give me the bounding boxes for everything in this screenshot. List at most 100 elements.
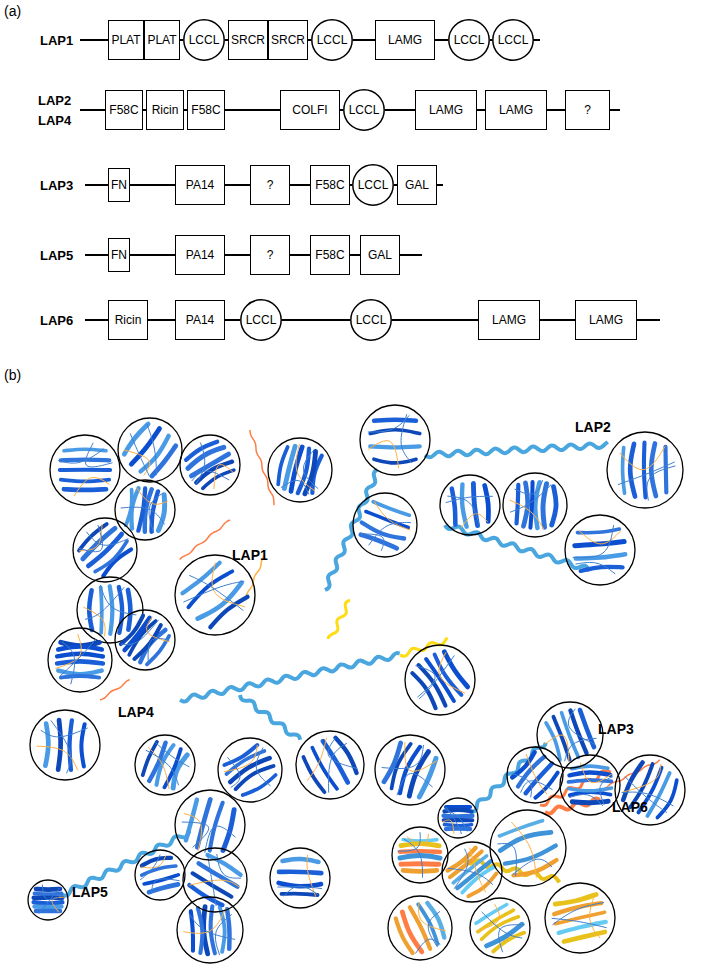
circle-shape: [184, 20, 224, 60]
helix-ribbon: [100, 680, 130, 700]
beta-strand: [402, 912, 421, 952]
beta-strand: [581, 567, 623, 571]
domain-circle: LCCL: [343, 89, 385, 131]
beta-strand: [281, 894, 317, 895]
domain-box: SRCR: [228, 20, 268, 60]
beta-strand: [59, 449, 104, 463]
beta-strand: [370, 446, 420, 447]
beta-strand: [444, 814, 473, 819]
protein-name: LAP3: [40, 179, 73, 192]
domain-box: ?: [565, 90, 610, 130]
domain-outline: [48, 628, 112, 692]
beta-strand: [146, 750, 178, 785]
domain-outline: [537, 702, 603, 768]
beta-strand: [158, 495, 164, 531]
domain-box: LAMG: [478, 300, 540, 340]
domain-name: LCCL: [498, 34, 529, 46]
domain-ribbons: [182, 799, 235, 852]
domain-box: F58C: [310, 165, 350, 205]
domain-box: PLAT: [144, 20, 180, 60]
beta-strand: [576, 562, 615, 573]
domain-name: PA14: [186, 249, 214, 261]
domain-ribbons: [34, 885, 64, 913]
beta-strand: [530, 482, 532, 528]
lap5-structure: [28, 790, 330, 963]
domain-box: GAL: [360, 235, 400, 275]
beta-strand: [401, 861, 439, 866]
beta-strand: [515, 481, 543, 495]
panel-label: (a): [4, 4, 21, 18]
beta-strand: [600, 777, 613, 805]
domain-ribbons: [552, 894, 606, 941]
beta-strand: [461, 514, 487, 528]
domain-name: LCCL: [246, 314, 277, 326]
domain-outline: [115, 480, 175, 540]
domain-box: F58C: [310, 235, 350, 275]
domain-name: COLFI: [292, 104, 327, 116]
protein-name: LAP4: [118, 705, 154, 719]
beta-strand: [384, 743, 401, 782]
domain-name: ?: [267, 249, 274, 261]
domain-outline: [177, 897, 243, 963]
backbone-segment: [225, 184, 250, 186]
domain-ribbons: [510, 481, 556, 530]
helix-ribbon: [325, 470, 377, 590]
domain-name: F58C: [315, 179, 344, 191]
domain-ribbons: [368, 415, 420, 468]
backbone-segment: [392, 319, 478, 321]
beta-strand: [308, 738, 327, 780]
domain-name: LCCL: [356, 314, 387, 326]
beta-strand: [60, 639, 95, 676]
domain-ribbons: [573, 526, 625, 574]
beta-strand: [227, 909, 229, 949]
backbone-segment: [282, 319, 350, 321]
protein-name: LAP5: [40, 249, 73, 262]
beta-strand: [56, 634, 81, 668]
beta-strand: [622, 764, 661, 792]
beta-strand: [236, 766, 274, 789]
domain-outline: [375, 735, 445, 805]
domain-outline: [28, 880, 68, 920]
domain-name: LAMG: [589, 314, 623, 326]
beta-strand: [448, 848, 476, 871]
domain-ribbons: [143, 742, 189, 789]
beta-strand: [282, 859, 318, 862]
backbone-segment: [308, 39, 311, 41]
beta-strand: [124, 424, 148, 454]
domain-outline: [392, 827, 448, 883]
panel-label: (b): [4, 368, 21, 382]
domain-box: PA14: [175, 165, 225, 205]
backbone-segment: [225, 319, 240, 321]
backbone-line: [80, 39, 108, 41]
domain-outline: [440, 475, 500, 535]
domain-ribbons: [303, 738, 357, 792]
backbone-line: [80, 109, 105, 111]
beta-strand: [119, 587, 122, 633]
beta-strand: [396, 918, 413, 953]
domain-box: LAMG: [485, 90, 547, 130]
backbone-segment: [290, 184, 310, 186]
beta-strand: [368, 416, 409, 432]
backbone-segment: [350, 184, 352, 186]
beta-strand: [403, 868, 437, 874]
beta-strand: [196, 443, 205, 484]
beta-strand: [559, 922, 606, 933]
domain-name: LCCL: [358, 179, 389, 191]
circle-shape: [449, 20, 489, 60]
beta-strand: [79, 525, 102, 551]
domain-name: LAMG: [499, 104, 533, 116]
beta-strand: [58, 720, 60, 770]
beta-strand: [278, 447, 287, 484]
domain-name: F58C: [315, 249, 344, 261]
domain-box: Ricin: [108, 300, 148, 340]
beta-strand: [87, 532, 128, 545]
beta-strand: [101, 585, 136, 615]
beta-strand: [64, 487, 106, 492]
beta-strand: [61, 676, 99, 678]
beta-strand: [142, 856, 166, 868]
beta-strand: [110, 586, 113, 634]
protein-name: LAP6: [612, 800, 648, 814]
domain-ribbons: [79, 524, 131, 576]
beta-strand: [448, 868, 492, 884]
domain-circle: LCCL: [492, 19, 534, 61]
